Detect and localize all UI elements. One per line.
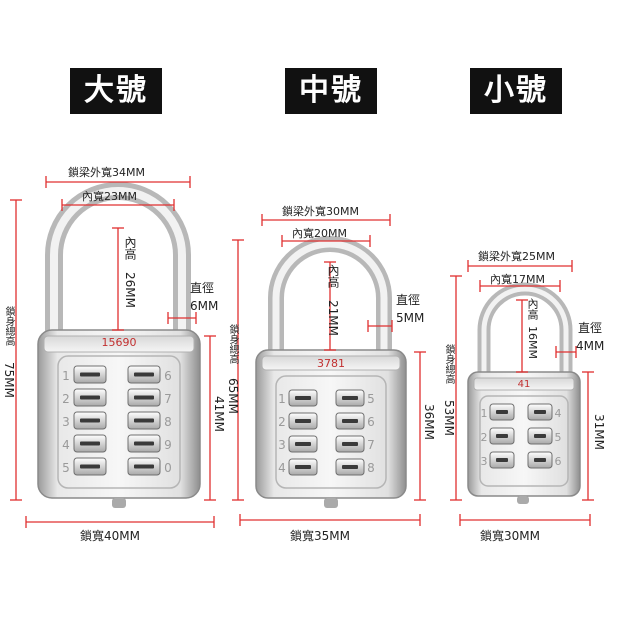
medium-serial: 3781 — [317, 357, 345, 370]
small-key-digit: 4 — [555, 407, 562, 420]
medium-diameter-value: 5MM — [396, 311, 425, 325]
large-lock: 15690 1 2 3 4 5 6 7 8 9 0 — [37, 182, 201, 508]
large-shackle-inner-label: 內寬23MM — [82, 190, 137, 203]
large-key-digit: 9 — [164, 438, 172, 452]
medium-key-slot — [342, 465, 358, 469]
small-key-slot — [534, 434, 546, 438]
medium-key-digit: 8 — [367, 461, 375, 475]
large-body-width-label: 鎖寬40MM — [80, 529, 140, 543]
medium-inner-height-value: 21MM — [326, 300, 340, 336]
medium-key-digit: 1 — [278, 392, 286, 406]
medium-shackle-inner-label: 內寬20MM — [292, 227, 347, 240]
small-inner-height-label: 內高 — [526, 298, 539, 320]
small-key-slot — [496, 434, 508, 438]
large-key-slot — [80, 418, 100, 423]
small-key-slot — [534, 458, 546, 462]
medium-diameter-label: 直徑 — [396, 293, 421, 307]
large-key-digit: 8 — [164, 415, 172, 429]
medium-key-slot — [295, 396, 311, 400]
medium-shackle-outer-label: 鎖梁外寬30MM — [282, 205, 359, 218]
medium-size-tag: 中號 — [285, 68, 377, 114]
small-key-slot — [534, 410, 546, 414]
large-key-digit: 0 — [164, 461, 172, 475]
small-shackle-inner-label: 內寬17MM — [490, 273, 545, 286]
large-key-digit: 3 — [62, 415, 70, 429]
large-key-slot — [80, 372, 100, 377]
large-total-height-label: 鎖身總高 — [3, 306, 14, 346]
medium-key-digit: 6 — [367, 415, 375, 429]
medium-body-height-label: 36MM — [422, 404, 436, 440]
large-key-digit: 4 — [62, 438, 70, 452]
medium-key-digit: 3 — [278, 438, 286, 452]
medium-inner-height-label: 內高 — [326, 264, 340, 288]
medium-key-digit: 7 — [367, 438, 375, 452]
large-diameter-label: 直徑 — [190, 281, 215, 295]
small-key-digit: 1 — [481, 407, 488, 420]
large-key-slot — [80, 441, 100, 446]
large-keypad: 1 2 3 4 5 6 7 8 9 0 — [62, 365, 172, 476]
large-key-slot — [80, 464, 100, 469]
small-diameter-label: 直徑 — [578, 321, 603, 335]
medium-key-slot — [295, 465, 311, 469]
large-key-slot — [134, 464, 154, 469]
medium-key-digit: 5 — [367, 392, 375, 406]
large-total-height-value: 75MM — [2, 362, 16, 398]
small-key-digit: 2 — [481, 431, 488, 444]
medium-keypad: 1 2 3 4 5 6 7 8 — [278, 389, 375, 476]
large-key-digit: 2 — [62, 392, 70, 406]
large-body-height-label: 41MM — [212, 396, 226, 432]
large-inner-height-value: 26MM — [123, 272, 137, 308]
medium-key-slot — [342, 442, 358, 446]
small-body-height-label: 31MM — [592, 414, 606, 450]
medium-total-height-label: 鎖身總高 — [227, 324, 238, 364]
medium-key-slot — [342, 419, 358, 423]
small-keypad: 1 2 3 4 5 6 — [481, 403, 562, 469]
large-shackle-outer-label: 鎖梁外寬34MM — [68, 166, 145, 179]
medium-key-digit: 4 — [278, 461, 286, 475]
small-key-slot — [496, 458, 508, 462]
small-total-height-label: 鎖身總高 — [443, 344, 454, 384]
medium-total-height-value: 65MM — [226, 378, 240, 414]
small-lock: 41 1 2 3 4 5 6 — [467, 282, 581, 504]
large-key-digit: 6 — [164, 369, 172, 383]
dimension-lines — [10, 176, 594, 528]
large-key-digit: 7 — [164, 392, 172, 406]
large-key-digit: 5 — [62, 461, 70, 475]
small-diameter-value: 4MM — [576, 339, 605, 353]
large-inner-height-label: 內高 — [123, 236, 137, 260]
medium-body-width-label: 鎖寬35MM — [290, 529, 350, 543]
small-key-digit: 5 — [555, 431, 562, 444]
large-diameter-value: 6MM — [190, 299, 219, 313]
medium-key-slot — [295, 419, 311, 423]
medium-lock: 3781 1 2 3 4 5 6 7 8 — [255, 236, 407, 508]
small-total-height-value: 53MM — [442, 400, 456, 436]
small-inner-height-value: 16MM — [526, 326, 539, 359]
large-key-slot — [134, 372, 154, 377]
small-serial: 41 — [518, 379, 531, 390]
large-size-tag: 大號 — [70, 68, 162, 114]
large-key-digit: 1 — [62, 369, 70, 383]
small-key-slot — [496, 410, 508, 414]
medium-key-digit: 2 — [278, 415, 286, 429]
large-key-slot — [134, 418, 154, 423]
small-key-digit: 3 — [481, 455, 488, 468]
medium-key-slot — [295, 442, 311, 446]
large-key-slot — [134, 395, 154, 400]
small-body-width-label: 鎖寬30MM — [480, 529, 540, 543]
large-serial: 15690 — [102, 336, 137, 349]
large-key-slot — [80, 395, 100, 400]
large-key-slot — [134, 441, 154, 446]
small-key-digit: 6 — [555, 455, 562, 468]
medium-key-slot — [342, 396, 358, 400]
small-size-tag: 小號 — [470, 68, 562, 114]
small-shackle-outer-label: 鎖梁外寬25MM — [478, 250, 555, 263]
